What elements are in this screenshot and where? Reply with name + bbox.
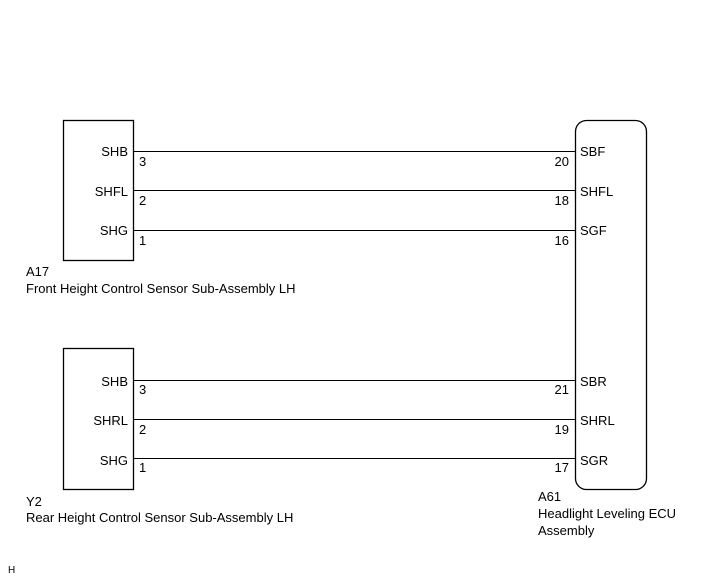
front-sensor-box (62, 119, 135, 262)
ecu-connector: SBF SHFL SGF SBR SHRL SGR 20 18 16 21 19… (538, 119, 676, 538)
ecu-terminal-signal-shrl: SHRL (580, 413, 615, 428)
front-sensor-terminal-signal-shg: SHG (100, 223, 128, 238)
front-sensor-name: Front Height Control Sensor Sub-Assembly… (26, 281, 296, 296)
corner-mark: H (8, 565, 15, 576)
ecu-terminal-signal-sbf: SBF (580, 144, 605, 159)
ecu-name-line2: Assembly (538, 523, 595, 538)
front-sensor-pin-3: 3 (139, 154, 146, 169)
ecu-pin-17: 17 (555, 460, 569, 475)
rear-sensor-terminal-signal-shb: SHB (101, 374, 128, 389)
ecu-pin-20: 20 (555, 154, 569, 169)
rear-sensor-terminal-signal-shg: SHG (100, 453, 128, 468)
ecu-name-line1: Headlight Leveling ECU (538, 506, 676, 521)
ecu-pin-19: 19 (555, 422, 569, 437)
front-sensor-terminal-signal-shb: SHB (101, 144, 128, 159)
front-sensor-terminal-signal-shfl: SHFL (95, 184, 128, 199)
front-sensor-pin-2: 2 (139, 193, 146, 208)
ecu-terminal-signal-sgf: SGF (580, 223, 607, 238)
rear-sensor-connector: SHB SHRL SHG 3 2 1 Y2 Rear Height Contro… (26, 347, 293, 525)
front-sensor-connector: SHB SHFL SHG 3 2 1 A17 Front Height Cont… (26, 119, 296, 296)
rear-sensor-terminal-signal-shrl: SHRL (93, 413, 128, 428)
ecu-terminal-signal-sbr: SBR (580, 374, 607, 389)
ecu-box (574, 119, 648, 491)
rear-sensor-code: Y2 (26, 494, 42, 509)
ecu-code: A61 (538, 489, 561, 504)
ecu-terminal-signal-shfl: SHFL (580, 184, 613, 199)
ecu-pin-18: 18 (555, 193, 569, 208)
front-sensor-pin-1: 1 (139, 233, 146, 248)
ecu-pin-21: 21 (555, 382, 569, 397)
wires (133, 151, 576, 459)
front-sensor-code: A17 (26, 264, 49, 279)
ecu-terminal-signal-sgr: SGR (580, 453, 608, 468)
rear-sensor-pin-3: 3 (139, 382, 146, 397)
rear-sensor-box (62, 347, 135, 491)
ecu-pin-16: 16 (555, 233, 569, 248)
rear-sensor-pin-2: 2 (139, 422, 146, 437)
rear-sensor-pin-1: 1 (139, 460, 146, 475)
rear-sensor-name: Rear Height Control Sensor Sub-Assembly … (26, 510, 293, 525)
